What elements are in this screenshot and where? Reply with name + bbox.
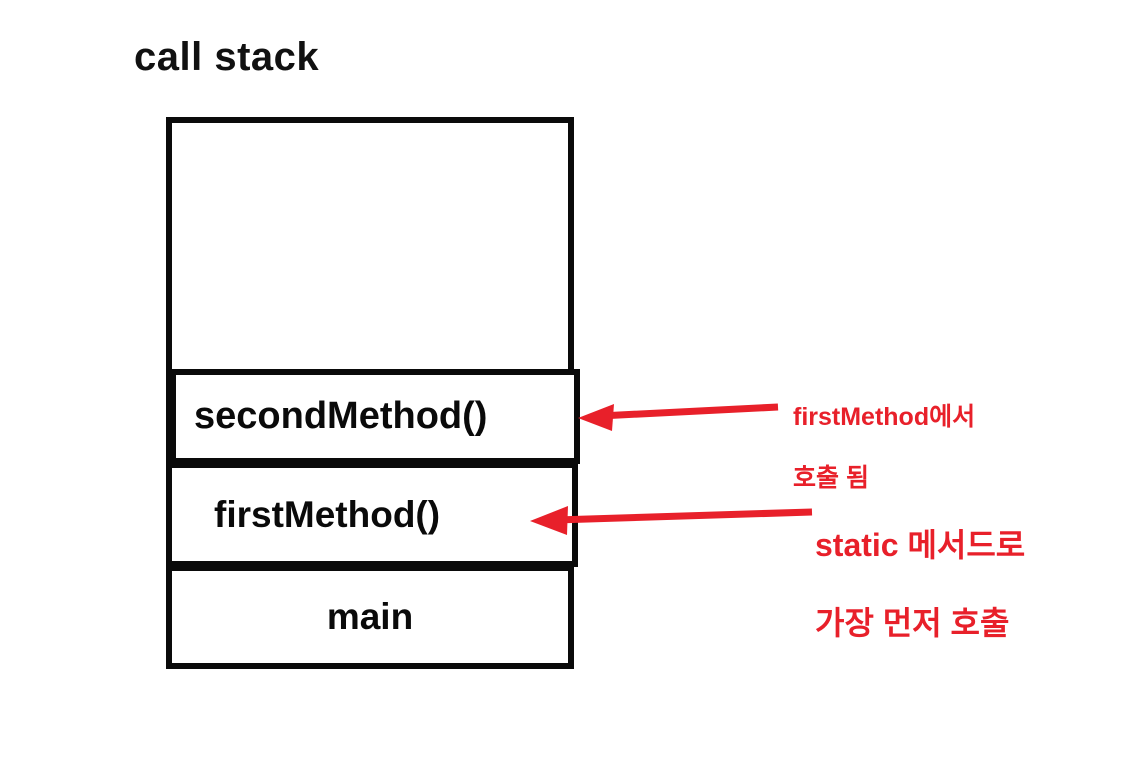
stack-frame-second-method: secondMethod() [170, 369, 580, 464]
stack-frame-label: firstMethod() [214, 493, 441, 535]
stack-frame-first-method: firstMethod() [166, 462, 578, 567]
stack-frame-main: main [166, 565, 574, 669]
call-stack-container: secondMethod() firstMethod() main [166, 117, 580, 673]
annotation-note-second-method: firstMethod에서 호출 됨 [793, 371, 975, 524]
stack-frame-label: main [326, 596, 414, 637]
stack-frame-label: secondMethod() [194, 395, 488, 437]
call-stack-empty-region [172, 123, 568, 372]
annotation-line: 가장 먼저 호출 [815, 605, 1010, 642]
annotation-note-first-method: static 메서드로 가장 먼저 호출 [815, 487, 1025, 682]
page-title: call stack [134, 35, 320, 79]
annotation-line: static 메서드로 [815, 527, 1026, 564]
annotation-line: firstMethod에서 [793, 402, 976, 431]
annotation-line: 호출 됨 [793, 463, 869, 492]
left-arrow-icon [578, 403, 779, 431]
